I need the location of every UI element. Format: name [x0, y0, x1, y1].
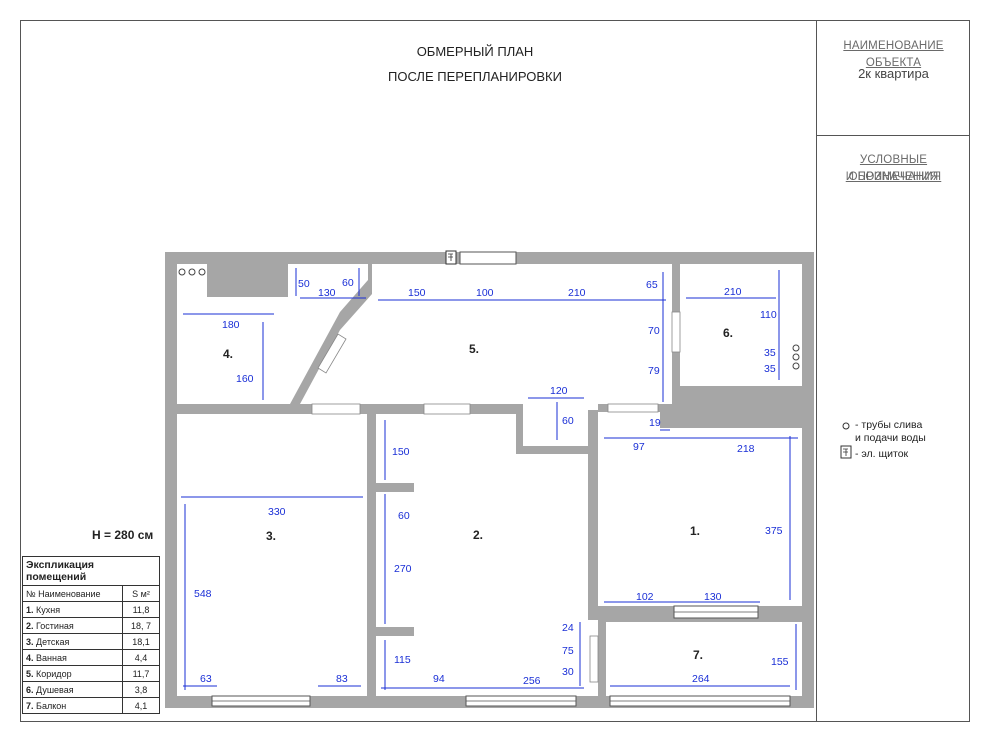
dimension-label: 160	[236, 373, 254, 385]
room-number: 6.	[723, 326, 733, 340]
dimension-label: 264	[692, 673, 710, 685]
dimension-label: 150	[392, 446, 410, 458]
dimension-label: 94	[433, 673, 445, 685]
dimension-lines	[181, 268, 798, 690]
dimension-label: 24	[562, 622, 574, 634]
dimension-label: 50	[298, 278, 310, 290]
doorway	[671, 311, 681, 353]
room-number: 2.	[473, 528, 483, 542]
dimension-label: 256	[523, 675, 541, 687]
dimension-label: 218	[737, 443, 755, 455]
partition-stub	[376, 483, 414, 492]
drawing-frame	[20, 20, 970, 722]
dimension-label: 100	[476, 287, 494, 299]
dimension-label: 30	[562, 666, 574, 678]
dimension-label: 210	[568, 287, 586, 299]
legend-heading-2: И ПРИМЕЧАНИЯ	[845, 171, 942, 183]
dimension-label: 35	[764, 363, 776, 375]
dimension-label: 120	[550, 385, 568, 397]
window	[465, 695, 577, 707]
title-block-divider	[817, 135, 970, 136]
room-2-living	[376, 414, 598, 696]
window	[609, 695, 791, 707]
dimension-label: 60	[342, 277, 354, 289]
dimension-label: 110	[760, 309, 777, 321]
doorway	[423, 403, 471, 415]
room-4-bathroom	[177, 264, 368, 404]
dimension-label: 97	[633, 441, 645, 453]
doorway	[589, 635, 599, 683]
legend-panel: - эл. щиток	[855, 448, 909, 460]
dimension-label: 65	[646, 279, 658, 291]
dimension-label: 375	[765, 525, 783, 537]
legend-symbols	[840, 422, 852, 459]
room-number: 4.	[223, 347, 233, 361]
dimension-label: 115	[394, 654, 411, 666]
dimension-label: 102	[636, 591, 654, 603]
plan-title: ОБМЕРНЫЙ ПЛАН	[416, 44, 534, 59]
dimension-label: 83	[336, 673, 348, 685]
doorway	[317, 333, 347, 374]
object-value: 2к квартира	[858, 66, 929, 81]
room-number: 7.	[693, 648, 703, 662]
table-row: 5. Коридор 11,7	[22, 665, 160, 682]
dimension-label: 548	[194, 588, 212, 600]
room-number: 5.	[469, 342, 479, 356]
room-1-kitchen	[598, 412, 802, 606]
dimension-label: 150	[408, 287, 426, 299]
room-5-corridor	[300, 264, 672, 446]
legend-heading-1: УСЛОВНЫЕ ОБОЗНАЧЕНИЯ	[848, 154, 939, 183]
room-6-shower	[680, 264, 802, 386]
dimension-label: 75	[562, 645, 574, 657]
window	[673, 605, 759, 619]
dimension-label: 79	[648, 365, 660, 377]
plan-subtitle: ПОСЛЕ ПЕРЕПЛАНИРОВКИ	[388, 69, 562, 84]
dimension-label: 330	[268, 506, 286, 518]
room-number: 1.	[690, 524, 700, 538]
room-3-kids	[177, 414, 367, 696]
partition-stub	[376, 627, 414, 636]
dimension-label: 70	[648, 325, 660, 337]
room-7-balcony	[606, 622, 802, 696]
ceiling-height: H = 280 см	[92, 528, 154, 542]
table-row: 7. Балкон 4,1	[22, 697, 160, 714]
legend-pipes-line2: и подачи воды	[855, 432, 926, 444]
electric-panel-icon	[445, 250, 457, 265]
doorway	[311, 403, 361, 415]
pipe-icon	[792, 344, 800, 370]
table-row: 6. Душевая 3,8	[22, 681, 160, 698]
doorway	[607, 403, 659, 413]
dimension-label: 35	[764, 347, 776, 359]
room-explication-table: Экспликация помещений № Наименование S м…	[22, 556, 160, 714]
dimension-label: 210	[724, 286, 742, 298]
dimension-label: 130	[318, 287, 336, 299]
dimension-label: 130	[704, 591, 722, 603]
legend-pipes-line1: - трубы слива	[855, 419, 923, 431]
pipe-icon	[842, 422, 850, 430]
dimension-label: 60	[562, 415, 574, 427]
dimension-label: 270	[394, 563, 412, 575]
dimension-label: 180	[222, 319, 240, 331]
window	[211, 695, 311, 707]
dimension-label: 60	[398, 510, 410, 522]
electric-panel-icon	[840, 445, 852, 459]
dimension-label: 63	[200, 673, 212, 685]
object-heading: НАИМЕНОВАНИЕ ОБЪЕКТА	[843, 40, 944, 69]
dimension-label: 155	[771, 656, 789, 668]
table-row: 2. Гостиная 18, 7	[22, 617, 160, 634]
pipe-icon	[178, 268, 206, 276]
dimension-label: 19	[649, 417, 661, 429]
table-row: 3. Детская 18,1	[22, 633, 160, 650]
title-block: НАИМЕНОВАНИЕ ОБЪЕКТА 2к квартира УСЛОВНЫ…	[816, 20, 970, 722]
room-number: 3.	[266, 529, 276, 543]
window	[459, 251, 517, 265]
